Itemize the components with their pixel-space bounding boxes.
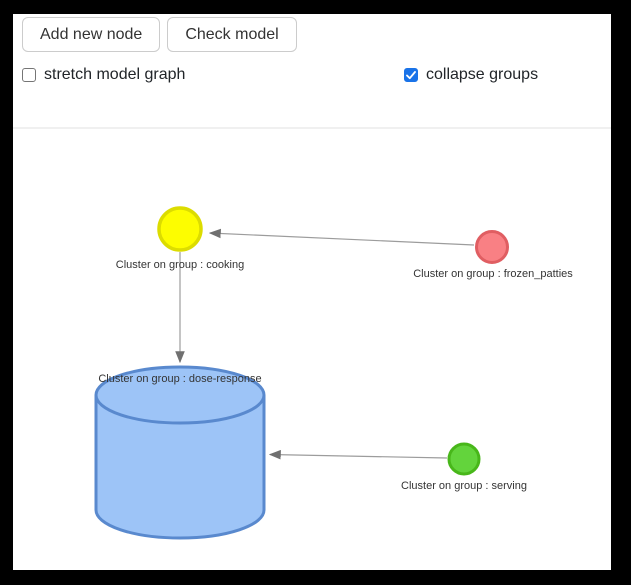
add-new-node-button[interactable]: Add new node [22, 17, 161, 52]
node-frozen-patties-label: Cluster on group : frozen_patties [413, 268, 573, 280]
app-panel: Add new node Check model stretch model g… [13, 14, 611, 570]
edge-serving-to-dose-response[interactable] [268, 449, 448, 460]
cylinder-top [94, 365, 266, 425]
model-graph-svg: Cluster on group : cooking Cluster on gr… [94, 206, 573, 540]
toolbar: Add new node Check model [22, 17, 297, 52]
collapse-groups-option: collapse groups [404, 66, 538, 84]
collapse-groups-checkbox[interactable] [404, 68, 418, 82]
model-graph-canvas[interactable]: Cluster on group : cooking Cluster on gr… [13, 127, 611, 570]
cylinder-body [94, 395, 266, 540]
node-cooking[interactable] [157, 206, 203, 252]
node-serving[interactable] [447, 442, 481, 476]
collapse-groups-label: collapse groups [426, 66, 539, 83]
stretch-model-graph-option: stretch model graph [22, 66, 185, 84]
node-frozen-patties[interactable] [475, 230, 509, 264]
checkmark-icon [406, 70, 416, 79]
node-cooking-label: Cluster on group : cooking [116, 259, 244, 271]
node-dose-response-label: Cluster on group : dose-response [98, 373, 261, 385]
stretch-model-graph-label: stretch model graph [44, 66, 186, 83]
node-serving-label: Cluster on group : serving [401, 480, 527, 492]
stretch-model-graph-checkbox[interactable] [22, 68, 36, 82]
edge-frozen-patties-to-cooking[interactable] [208, 228, 475, 246]
node-dose-response[interactable] [94, 365, 266, 540]
check-model-button[interactable]: Check model [167, 17, 297, 52]
